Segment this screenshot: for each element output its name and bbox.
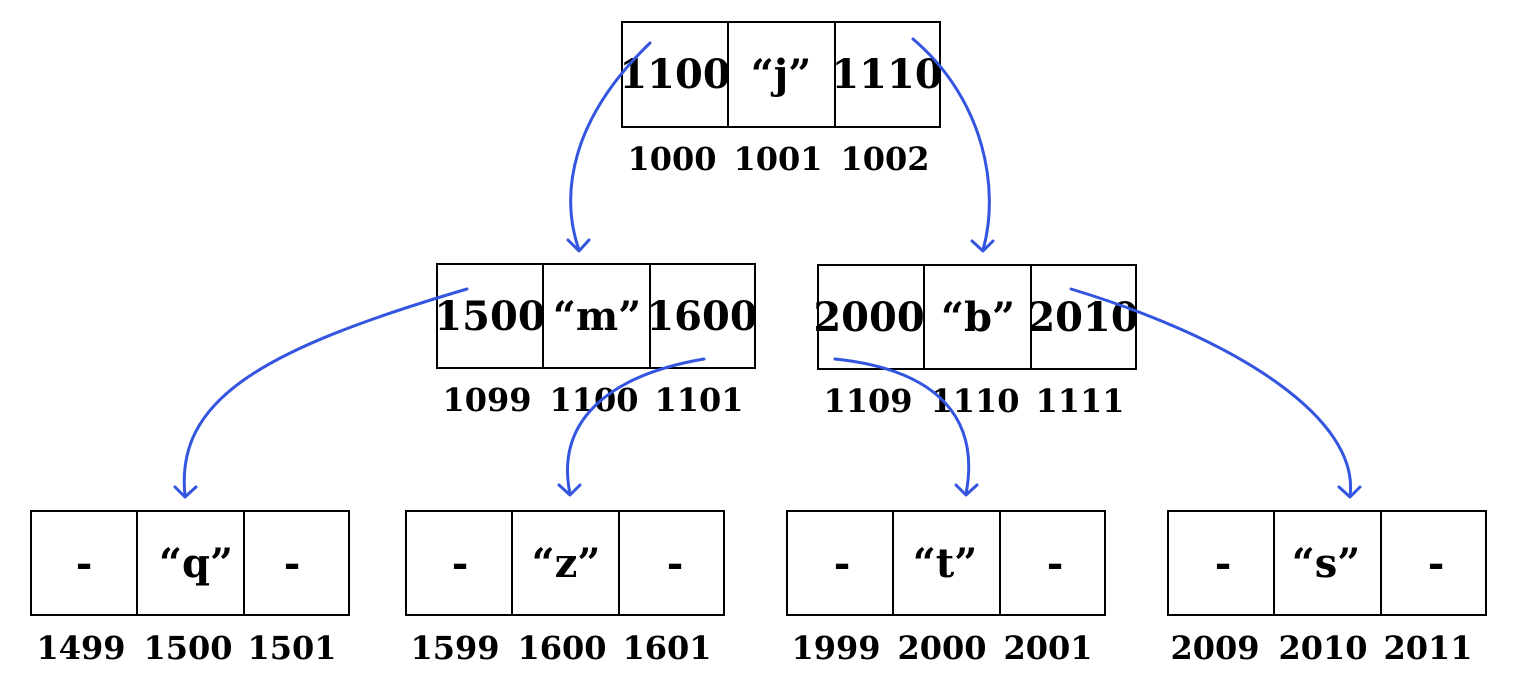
node-leaf-q-left-pointer: - [76,540,93,587]
node-root: 1100 “j” 1110 1000 1001 1002 [619,21,943,178]
arrow-left-to-leaf-z [557,357,706,497]
pointer-arrows [173,37,1362,499]
arrow-left-to-leaf-q [173,287,469,499]
node-leaf-t-cell-value [892,510,1001,616]
node-leaf-q-address-1: 1500 [143,629,232,667]
arrow-root-to-left [566,41,652,253]
node-right-cell-right-pointer [1030,264,1137,370]
node-right-right-pointer: 2010 [1027,294,1138,341]
node-right-address-2: 1111 [1035,382,1124,420]
node-left-address-1: 1100 [549,381,638,419]
node-root-address-1: 1001 [733,140,822,178]
arrow-right-to-leaf-t [833,357,979,497]
node-leaf-z-cell-left [405,510,513,616]
node-right: 2000 “b” 2010 1109 1110 1111 [813,264,1139,420]
node-left-cell-right-pointer [649,263,756,369]
node-right-left-pointer: 2000 [813,294,924,341]
node-right-cell-value [923,264,1032,370]
node-leaf-q-address-0: 1499 [36,629,125,667]
node-leaf-t-cell-right [999,510,1106,616]
node-leaf-t-right-pointer: - [1047,540,1064,587]
node-root-cell-right-pointer [834,21,941,128]
node-leaf-q-address-2: 1501 [247,629,336,667]
node-leaf-t-address-0: 1999 [791,629,880,667]
node-leaf-q-cell-value [136,510,245,616]
arrow-right-to-leaf-s [1069,287,1362,499]
node-left-address-0: 1099 [442,381,531,419]
node-left-left-pointer: 1500 [434,293,545,340]
node-leaf-t-value: “t” [913,540,978,587]
node-left: 1500 “m” 1600 1099 1100 1101 [434,263,758,419]
node-leaf-z-cell-right [618,510,725,616]
node-leaf-z: - “z” - 1599 1600 1601 [405,510,725,667]
node-leaf-q-cell-right [243,510,350,616]
node-right-address-0: 1109 [823,382,912,420]
arrow-root-to-right [911,37,995,253]
node-leaf-s-address-2: 2011 [1383,629,1472,667]
node-leaf-s: - “s” - 2009 2010 2011 [1167,510,1487,667]
node-leaf-q-cell-left [30,510,138,616]
node-root-value: “j” [751,51,812,98]
node-right-value: “b” [941,294,1015,341]
node-leaf-t-address-1: 2000 [897,629,986,667]
node-root-cell-value [727,21,836,128]
node-leaf-q: - “q” - 1499 1500 1501 [30,510,350,667]
node-left-cell-left-pointer [436,263,544,369]
node-leaf-z-address-2: 1601 [622,629,711,667]
node-left-right-pointer: 1600 [646,293,757,340]
node-leaf-z-value: “z” [532,540,601,587]
node-leaf-s-address-0: 2009 [1170,629,1259,667]
node-leaf-t-address-2: 2001 [1003,629,1092,667]
node-leaf-z-cell-value [511,510,620,616]
node-left-value: “m” [553,293,641,340]
node-root-right-pointer: 1110 [831,51,942,98]
node-root-address-2: 1002 [840,140,929,178]
node-leaf-z-address-1: 1600 [517,629,606,667]
node-leaf-t-left-pointer: - [834,540,851,587]
node-leaf-s-right-pointer: - [1428,540,1445,587]
node-leaf-z-left-pointer: - [452,540,469,587]
node-leaf-t: - “t” - 1999 2000 2001 [786,510,1106,667]
node-leaf-z-address-0: 1599 [410,629,499,667]
node-leaf-z-right-pointer: - [667,540,684,587]
node-root-cell-left-pointer [621,21,729,128]
node-root-left-pointer: 1100 [619,51,730,98]
node-leaf-s-value: “s” [1292,540,1361,587]
node-leaf-s-left-pointer: - [1215,540,1232,587]
node-leaf-q-value: “q” [159,540,233,587]
node-leaf-s-cell-right [1380,510,1487,616]
node-leaf-s-address-1: 2010 [1278,629,1367,667]
node-left-cell-value [542,263,651,369]
node-leaf-q-right-pointer: - [284,540,301,587]
node-root-address-0: 1000 [627,140,716,178]
node-left-address-2: 1101 [654,381,743,419]
